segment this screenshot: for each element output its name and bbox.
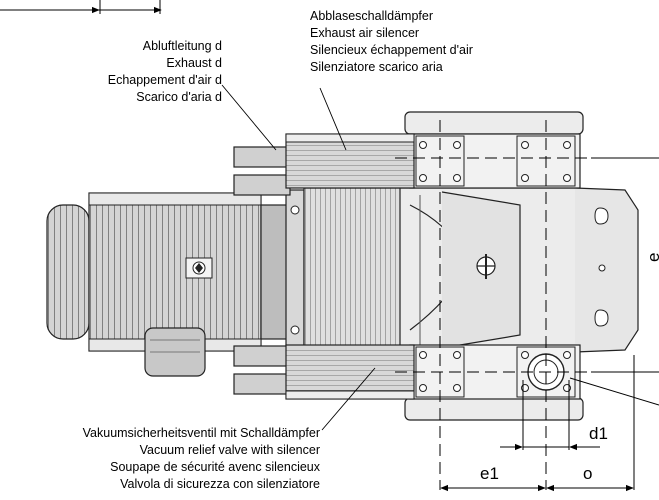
extension-lines (522, 157, 659, 490)
dimension-o: o (583, 464, 593, 483)
exhaust-label-en: Exhaust d (166, 56, 222, 70)
vacuum-valve-label-en: Vacuum relief valve with silencer (139, 443, 320, 457)
dimension-e1: e1 (480, 464, 499, 483)
motor (46, 192, 292, 377)
vacuum-valve-label-it: Valvola di sicurezza con silenziatore (120, 477, 320, 491)
silencer-label-it: Silenziatore scarico aria (310, 60, 443, 74)
exhaust-silencer (233, 133, 415, 196)
exhaust-label-de: Abluftleitung d (142, 39, 222, 53)
exhaust-label: Abluftleitung d Exhaust d Echappement d'… (108, 38, 222, 106)
dimension-d1: d1 (589, 424, 608, 443)
silencer-label: Abblaseschalldämpfer Exhaust air silence… (310, 8, 473, 76)
dimension-lines (440, 443, 634, 492)
silencer-label-en: Exhaust air silencer (310, 26, 420, 40)
exhaust-label-fr: Echappement d'air d (107, 73, 222, 87)
vacuum-relief-valve (233, 344, 415, 400)
coupling (285, 187, 413, 355)
exhaust-label-it: Scarico d'aria d (136, 90, 222, 104)
frame-lower (404, 344, 584, 421)
silencer-label-de: Abblaseschalldämpfer (310, 9, 433, 23)
vacuum-valve-label: Vakuumsicherheitsventil mit Schalldämpfe… (83, 425, 320, 493)
vacuum-valve-label-de: Vakuumsicherheitsventil mit Schalldämpfe… (82, 426, 320, 440)
leader-lines (221, 84, 376, 431)
top-dimension-fragment (0, 0, 162, 14)
dimension-e: e (644, 253, 659, 262)
frame-upper (404, 111, 584, 189)
silencer-label-fr: Silencieux échappement d'air (310, 43, 473, 57)
pump-body (399, 187, 639, 353)
vacuum-valve-label-fr: Soupape de sécurité avenc silencieux (110, 460, 320, 474)
